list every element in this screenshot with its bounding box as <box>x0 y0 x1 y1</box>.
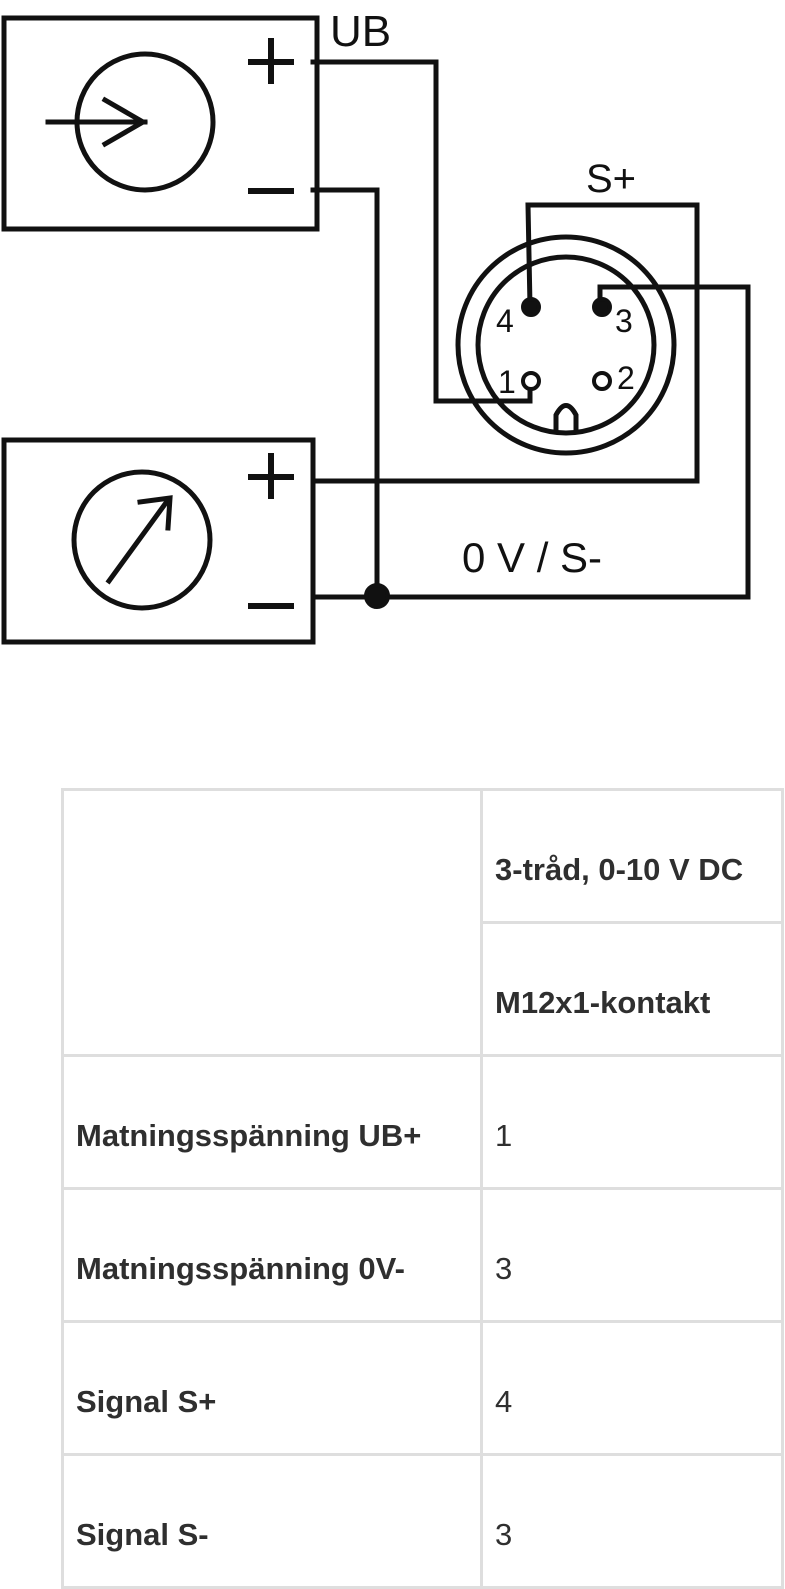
row-label: Signal S+ <box>61 1320 483 1456</box>
table-corner-cell <box>61 788 483 1057</box>
m12-connector-inner <box>475 254 657 436</box>
wire-top-minus <box>310 187 380 599</box>
table-row: 3-tråd, 0-10 V DC <box>61 788 784 1057</box>
wire-s-plus <box>310 202 700 484</box>
pin-1-dot <box>521 371 541 391</box>
junction-dot <box>364 583 390 609</box>
label-ub: UB <box>330 7 391 56</box>
row-value: 1 <box>480 1054 784 1190</box>
pin-label-3: 3 <box>615 303 633 339</box>
meter-box <box>1 437 316 645</box>
pin-label-2: 2 <box>617 360 635 396</box>
meter-symbol <box>71 469 213 611</box>
pin-2-dot <box>592 371 612 391</box>
table-header-wiring: 3-tråd, 0-10 V DC <box>480 788 784 924</box>
pin-label-1: 1 <box>498 364 516 400</box>
row-value: 3 <box>480 1453 784 1589</box>
row-label: Signal S- <box>61 1453 483 1589</box>
wire-zero-v <box>310 284 751 600</box>
pin-label-4: 4 <box>496 303 514 339</box>
connector-key <box>553 403 579 433</box>
label-s-plus: S+ <box>586 157 636 201</box>
row-value: 3 <box>480 1187 784 1323</box>
wiring-diagram: UB S+ 0 V / S- 4 3 1 2 <box>1 7 751 645</box>
pin-assignment-table: 3-tråd, 0-10 V DC M12x1-kontakt Matnings… <box>61 788 784 1589</box>
table-row: Signal S- 3 <box>61 1453 784 1589</box>
table-row: Matningsspänning 0V- 3 <box>61 1187 784 1323</box>
table-header-connector: M12x1-kontakt <box>480 921 784 1057</box>
table-row: Matningsspänning UB+ 1 <box>61 1054 784 1190</box>
table-row: M12x1-kontakt <box>63 921 784 1057</box>
pin-4-dot <box>521 297 541 317</box>
m12-connector-outer <box>455 234 677 456</box>
power-supply-box <box>1 15 320 232</box>
row-label: Matningsspänning UB+ <box>61 1054 483 1190</box>
table-row: Signal S+ 4 <box>61 1320 784 1456</box>
row-label: Matningsspänning 0V- <box>61 1187 483 1323</box>
label-zero-v: 0 V / S- <box>462 534 602 581</box>
row-value: 4 <box>480 1320 784 1456</box>
pin-3-dot <box>592 297 612 317</box>
wire-ub <box>310 59 533 404</box>
